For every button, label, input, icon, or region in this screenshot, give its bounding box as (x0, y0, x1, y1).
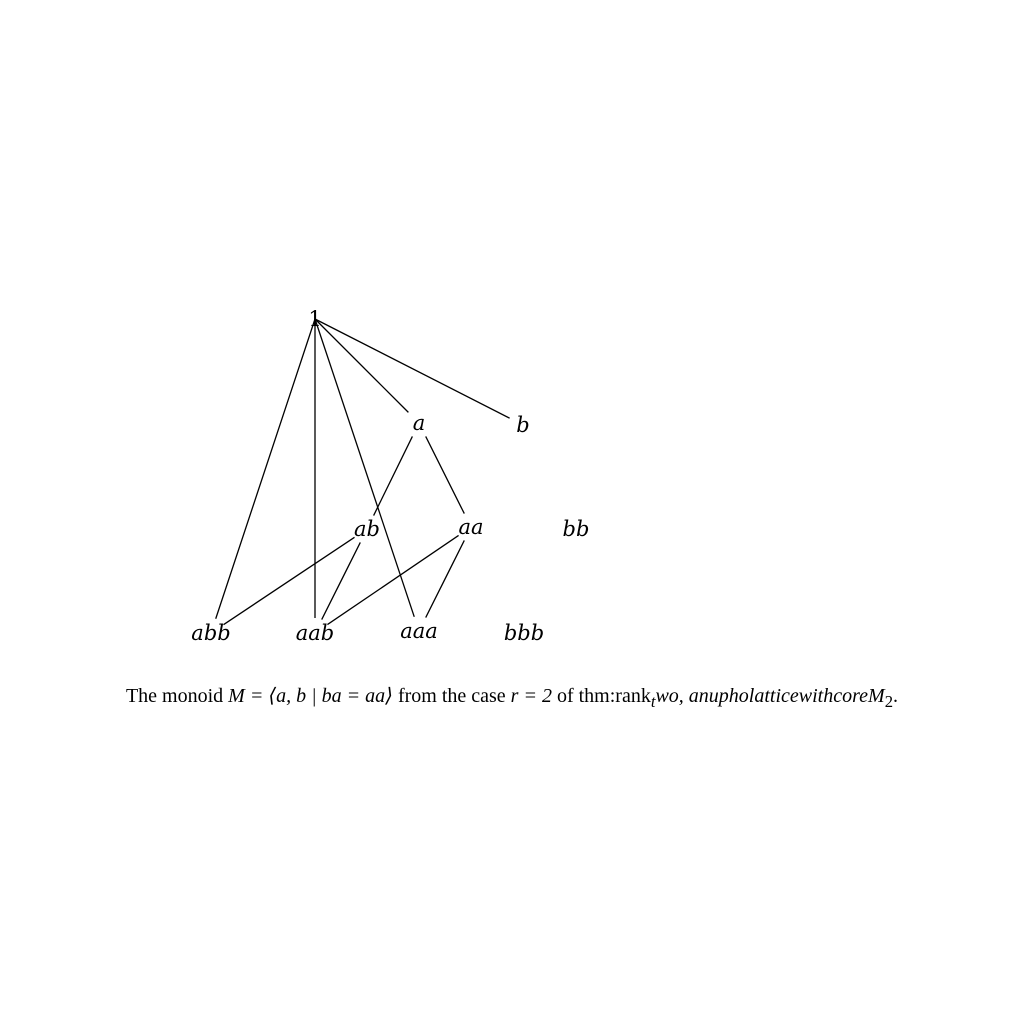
edge-1-aaa (314, 318, 415, 617)
caption-prefix: The monoid (125, 685, 229, 707)
edge-aa-aaa (425, 540, 465, 618)
figure-caption: The monoid M = ⟨a, b | ba = aa⟩ from the… (0, 682, 1024, 716)
node-aaa: aaa (400, 619, 438, 643)
caption-end: . (893, 685, 899, 707)
caption-theorem-ref: of thm:rank (551, 685, 651, 707)
node-b: b (516, 413, 529, 437)
node-aab: aab (296, 621, 334, 645)
node-bbb: bbb (504, 621, 544, 645)
caption-middle: from the case (392, 685, 511, 707)
edge-a-aa (425, 436, 465, 514)
edge-ab-abb (223, 536, 355, 626)
edge-aa-aab (327, 534, 459, 626)
edge-1-abb (215, 318, 316, 619)
node-aa: aa (458, 515, 483, 539)
edge-a-ab (373, 436, 413, 516)
diagram-edges (215, 318, 510, 626)
node-bb: bb (563, 517, 590, 541)
edge-1-b (314, 318, 510, 419)
node-abb: abb (191, 621, 230, 645)
node-1: 1 (308, 307, 321, 331)
caption-subscript-2: 2 (884, 692, 894, 711)
edge-ab-aab (321, 542, 361, 620)
node-a: a (413, 411, 426, 435)
node-ab: ab (354, 517, 380, 541)
caption-math-tail: wo, anupholatticewithcoreM (655, 685, 885, 707)
edge-1-a (314, 318, 409, 413)
caption-subscript-t: t (650, 692, 656, 711)
caption-math-case: r = 2 (510, 685, 552, 707)
caption-math-presentation: M = ⟨a, b | ba = aa⟩ (228, 685, 393, 707)
